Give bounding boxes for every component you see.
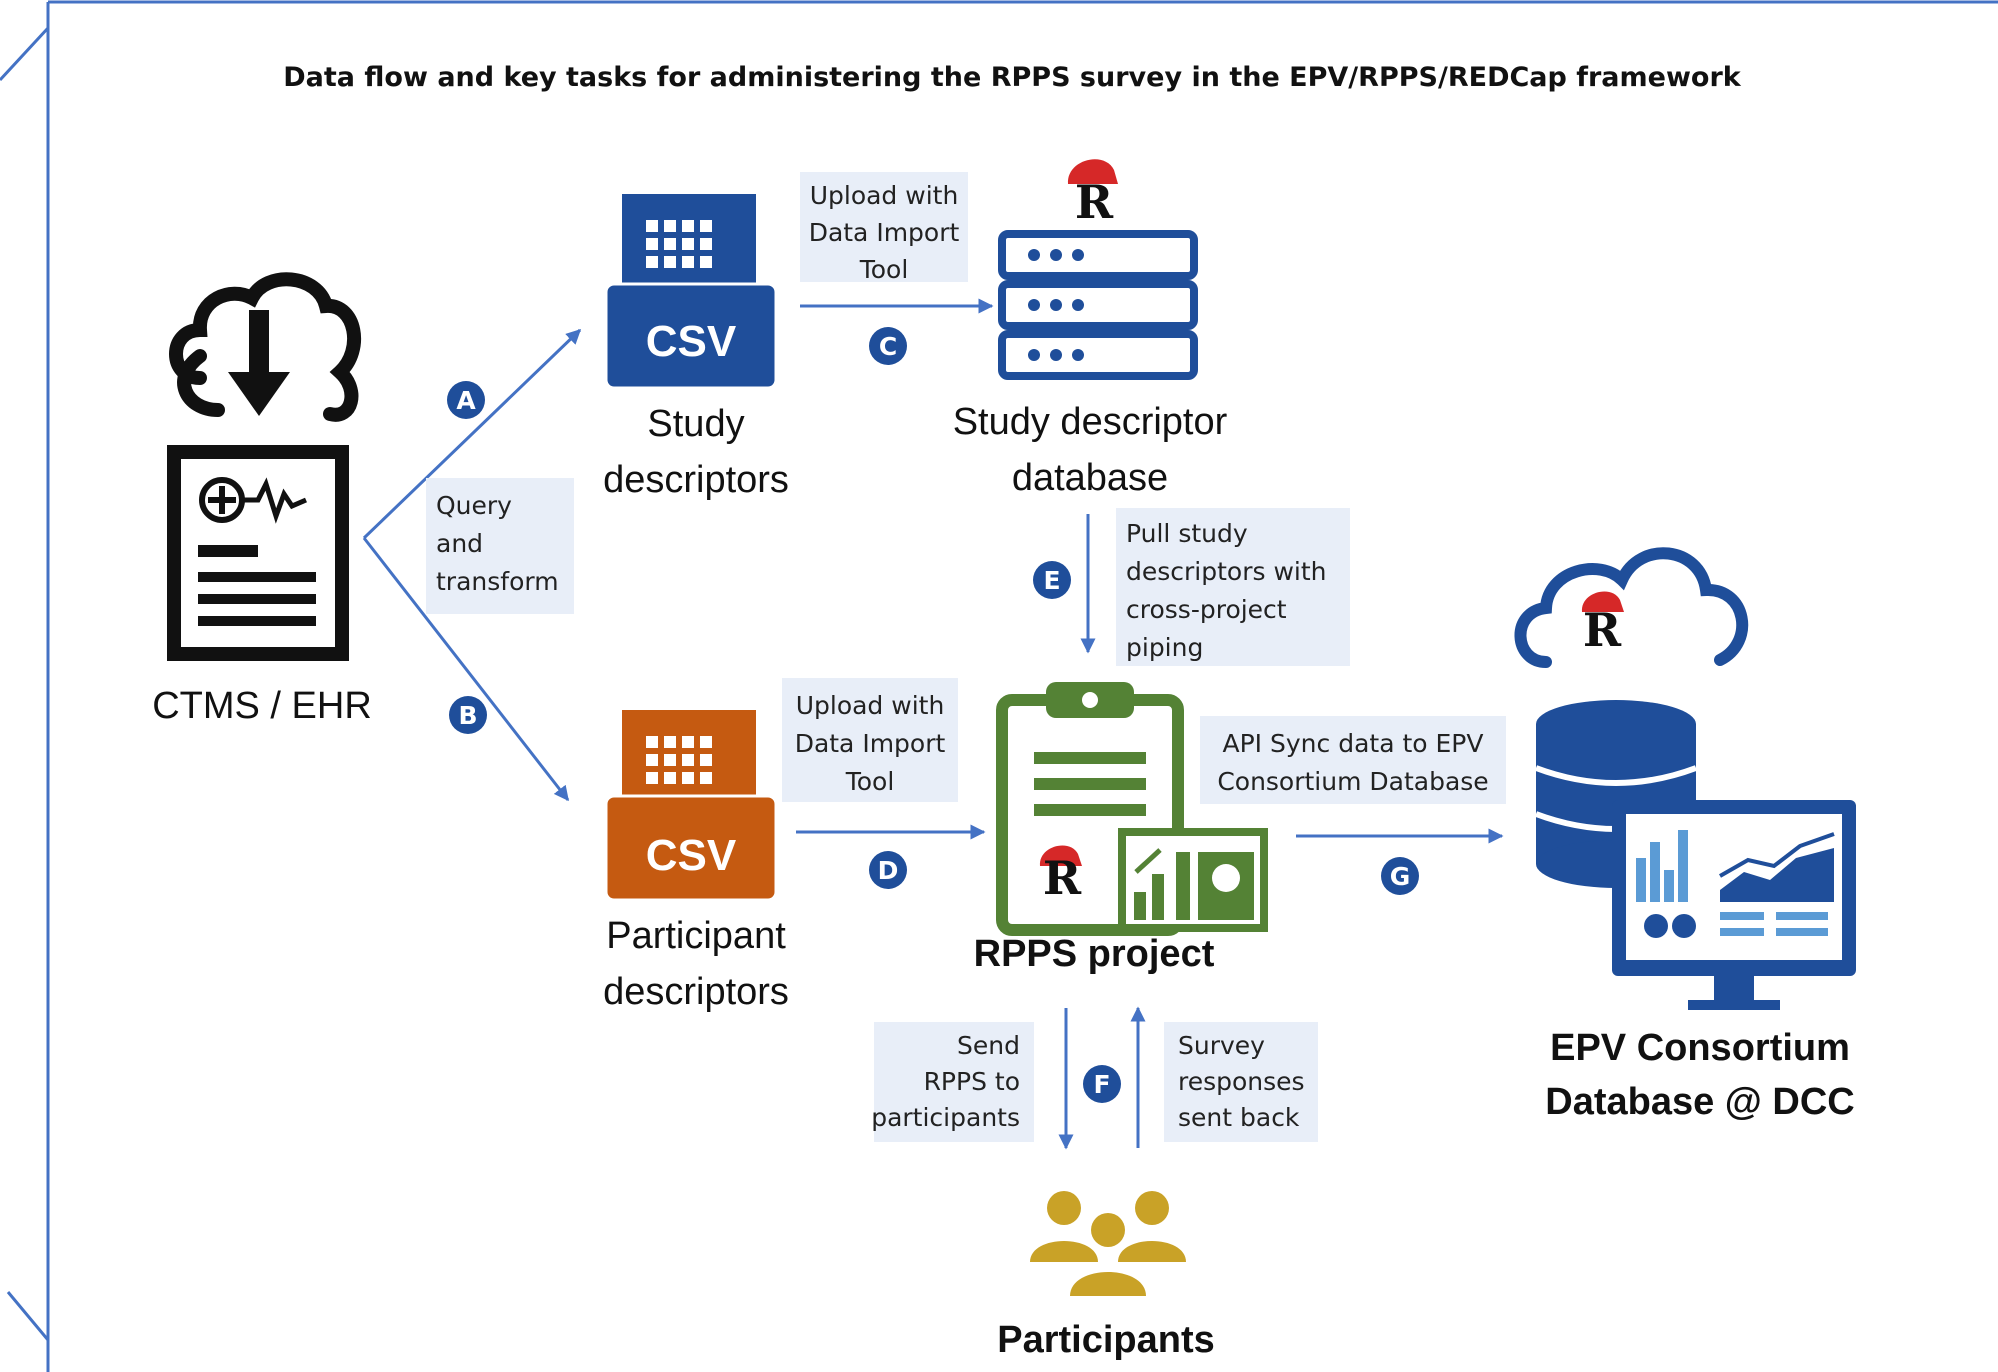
svg-text:descriptors with: descriptors with	[1126, 557, 1327, 586]
svg-text:cross-project: cross-project	[1126, 595, 1287, 624]
step-c-note: Upload with Data Import Tool	[800, 172, 968, 284]
redcap-logo-icon: R	[1067, 159, 1118, 229]
svg-text:F: F	[1093, 1070, 1110, 1099]
svg-text:B: B	[458, 701, 477, 730]
step-e-note: Pull study descriptors with cross-projec…	[1116, 508, 1350, 666]
query-transform-note: Query and transform	[426, 478, 574, 614]
diagram-title: Data flow and key tasks for administerin…	[283, 62, 1742, 93]
rpps-project-node: R RPPS project	[974, 682, 1268, 975]
epv-consortium-label-1: EPV Consortium	[1550, 1027, 1850, 1069]
svg-text:CSV: CSV	[646, 317, 737, 366]
participant-descriptors-label-2: descriptors	[603, 971, 789, 1013]
step-b-badge: B	[449, 696, 487, 734]
svg-text:Data Import: Data Import	[795, 729, 946, 758]
svg-text:transform: transform	[436, 567, 559, 596]
svg-text:and: and	[436, 529, 483, 558]
svg-text:participants: participants	[871, 1103, 1020, 1132]
study-descriptor-database-label-2: database	[1012, 457, 1168, 499]
epv-consortium-label-2: Database @ DCC	[1545, 1081, 1854, 1123]
cloud-database-monitor-icon: R	[1514, 547, 1856, 1010]
svg-text:A: A	[456, 386, 476, 415]
rpps-project-label: RPPS project	[974, 933, 1215, 975]
participants-node: Participants	[997, 1191, 1215, 1361]
svg-text:G: G	[1390, 862, 1411, 891]
step-e-badge: E	[1033, 561, 1071, 599]
step-g-badge: G	[1381, 857, 1419, 895]
redcap-logo-icon: R	[1039, 845, 1082, 905]
svg-text:Pull study: Pull study	[1126, 519, 1248, 548]
redcap-logo-icon: R	[1581, 591, 1624, 657]
svg-text:Send: Send	[957, 1031, 1020, 1060]
svg-text:Upload with: Upload with	[796, 691, 945, 720]
step-d-note: Upload with Data Import Tool	[782, 678, 958, 802]
study-csv-icon: CSV	[604, 194, 778, 390]
svg-text:Query: Query	[436, 491, 512, 520]
svg-text:sent back: sent back	[1178, 1103, 1300, 1132]
ctms-ehr-node: CTMS / EHR	[152, 272, 372, 727]
participant-descriptors-label-1: Participant	[606, 915, 786, 957]
study-descriptor-database-node: R Study descriptor database	[953, 159, 1228, 499]
participant-descriptors-node: CSV Participant descriptors	[603, 710, 789, 1013]
svg-text:Survey: Survey	[1178, 1031, 1265, 1060]
epv-consortium-node: R EPV Consortium Database @ DCC	[1514, 547, 1856, 1123]
step-g-note: API Sync data to EPV Consortium Database	[1200, 716, 1506, 804]
svg-text:Upload with: Upload with	[810, 181, 959, 210]
svg-text:D: D	[878, 856, 899, 885]
step-a-badge: A	[447, 381, 485, 419]
svg-text:API Sync data to EPV: API Sync data to EPV	[1223, 729, 1484, 758]
step-f-badge: F	[1083, 1065, 1121, 1103]
svg-text:E: E	[1043, 566, 1060, 595]
study-descriptors-label-1: Study	[647, 403, 744, 445]
svg-text:RPPS to: RPPS to	[924, 1067, 1020, 1096]
svg-text:Tool: Tool	[859, 255, 909, 284]
participant-csv-icon: CSV	[604, 710, 778, 902]
step-f-send-note: Send RPPS to participants	[871, 1022, 1034, 1142]
ctms-ehr-label: CTMS / EHR	[152, 685, 372, 727]
svg-text:R: R	[1075, 175, 1114, 229]
svg-text:R: R	[1043, 851, 1082, 905]
clipboard-chart-icon: R	[996, 682, 1268, 936]
study-descriptor-database-label-1: Study descriptor	[953, 401, 1228, 443]
svg-text:piping: piping	[1126, 633, 1203, 662]
study-descriptors-node: CSV Study descriptors	[603, 194, 789, 501]
svg-text:C: C	[879, 332, 897, 361]
flow-b-line	[362, 537, 570, 802]
svg-text:Consortium Database: Consortium Database	[1217, 767, 1488, 796]
user-group-icon	[1030, 1191, 1186, 1296]
cloud-download-medical-record-icon	[167, 272, 361, 661]
step-d-badge: D	[869, 851, 907, 889]
svg-text:Tool: Tool	[845, 767, 895, 796]
step-c-badge: C	[869, 327, 907, 365]
svg-text:Data Import: Data Import	[809, 218, 960, 247]
flow-a-line	[362, 328, 582, 540]
server-stack-icon	[998, 230, 1198, 380]
study-descriptors-label-2: descriptors	[603, 459, 789, 501]
svg-text:responses: responses	[1178, 1067, 1305, 1096]
svg-text:CSV: CSV	[646, 831, 737, 880]
step-f-return-note: Survey responses sent back	[1164, 1022, 1318, 1142]
participants-label: Participants	[997, 1319, 1215, 1361]
svg-text:R: R	[1583, 603, 1622, 657]
